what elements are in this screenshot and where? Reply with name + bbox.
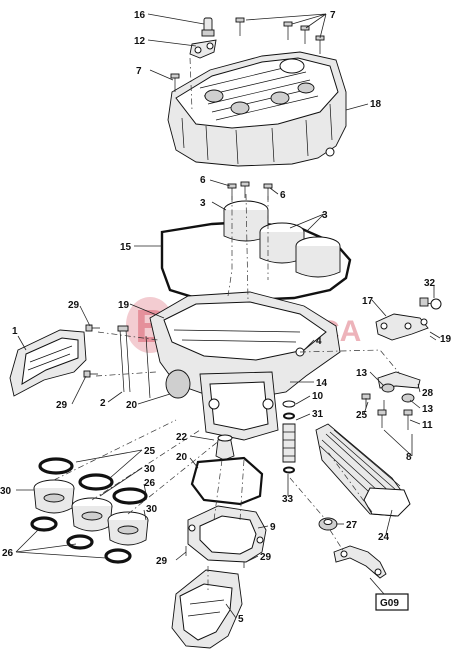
callout-11: 11 [422, 420, 433, 431]
callout-6-right: 6 [280, 190, 286, 201]
callout-7-top: 7 [330, 10, 336, 21]
callout-21: 22 [176, 432, 188, 443]
callout-2: 2 [100, 398, 106, 409]
assembly-lines [53, 57, 401, 590]
callout-30-right: 30 [146, 504, 158, 515]
callout-9: 9 [270, 522, 276, 533]
callout-8: 8 [406, 452, 412, 463]
screws-29 [83, 324, 245, 568]
g09-reference[interactable]: G09 [369, 577, 409, 611]
callout-3-right: 3 [322, 210, 328, 221]
duct-5 [171, 569, 243, 649]
callout-7-left: 7 [136, 66, 142, 77]
callout-18: 19 [440, 334, 452, 345]
callout-32: 32 [424, 278, 436, 289]
callout-20: 20 [126, 400, 138, 411]
callout-22: 24 [378, 532, 390, 543]
frame-9 [187, 505, 267, 563]
inlet-duct-1 [9, 329, 87, 397]
velocity-stacks-30 [30, 457, 149, 564]
callout-29-right: 29 [260, 552, 272, 563]
callout-26: 26 [2, 548, 14, 559]
airbox-body [149, 291, 341, 441]
callout-10: 10 [312, 391, 324, 402]
callout-1: 1 [12, 326, 18, 337]
callout-30-top: 30 [144, 464, 156, 475]
g09-reference-label: G09 [380, 598, 399, 609]
callout-31: 31 [312, 409, 324, 420]
bracket-17 [375, 297, 442, 341]
callout-13-right: 13 [422, 404, 434, 415]
callout-29-left: 29 [56, 400, 68, 411]
callout-25-mid: 26 [144, 478, 156, 489]
callout-6-left: 6 [200, 175, 206, 186]
mount-28 [361, 371, 421, 430]
g09-bracket [333, 545, 387, 579]
callout-labels: 16 12 7 7 18 6 6 3 3 15 19 29 1 29 2 20 … [0, 10, 452, 625]
callout-17: 17 [362, 296, 374, 307]
sensor-and-bracket [189, 17, 217, 59]
inlet-21 [215, 434, 235, 461]
callout-12: 12 [134, 36, 146, 47]
air-filter-22 [315, 423, 411, 517]
screws-7 [170, 17, 325, 92]
callout-3-left: 3 [200, 198, 206, 209]
callout-29-bottom: 29 [156, 556, 168, 567]
callout-29-top: 29 [68, 300, 80, 311]
callout-4: 4 [316, 336, 322, 347]
callout-33: 33 [282, 494, 294, 505]
callout-27: 27 [346, 520, 358, 531]
long-bolts-2 [117, 325, 151, 399]
callout-19-top: 19 [118, 300, 130, 311]
callout-19-bottom: 20 [176, 452, 188, 463]
callout-14: 14 [316, 378, 328, 389]
callout-24: 16 [134, 10, 146, 21]
cylinder-head-cover [167, 51, 347, 167]
callout-5: 5 [238, 614, 244, 625]
leader-lines [15, 13, 441, 619]
throttle-bodies-3 [223, 200, 341, 278]
callout-13-left: 13 [356, 368, 368, 379]
callout-15: 15 [120, 242, 132, 253]
callout-25-top: 25 [144, 446, 156, 457]
callout-16: 18 [370, 99, 382, 110]
seal-19 [190, 456, 264, 506]
callout-23: 25 [356, 410, 368, 421]
grommet-27 [318, 517, 338, 531]
hose-31 [282, 400, 296, 474]
callout-30-left: 30 [0, 486, 12, 497]
callout-28: 28 [422, 388, 434, 399]
screws-6 [227, 181, 273, 200]
